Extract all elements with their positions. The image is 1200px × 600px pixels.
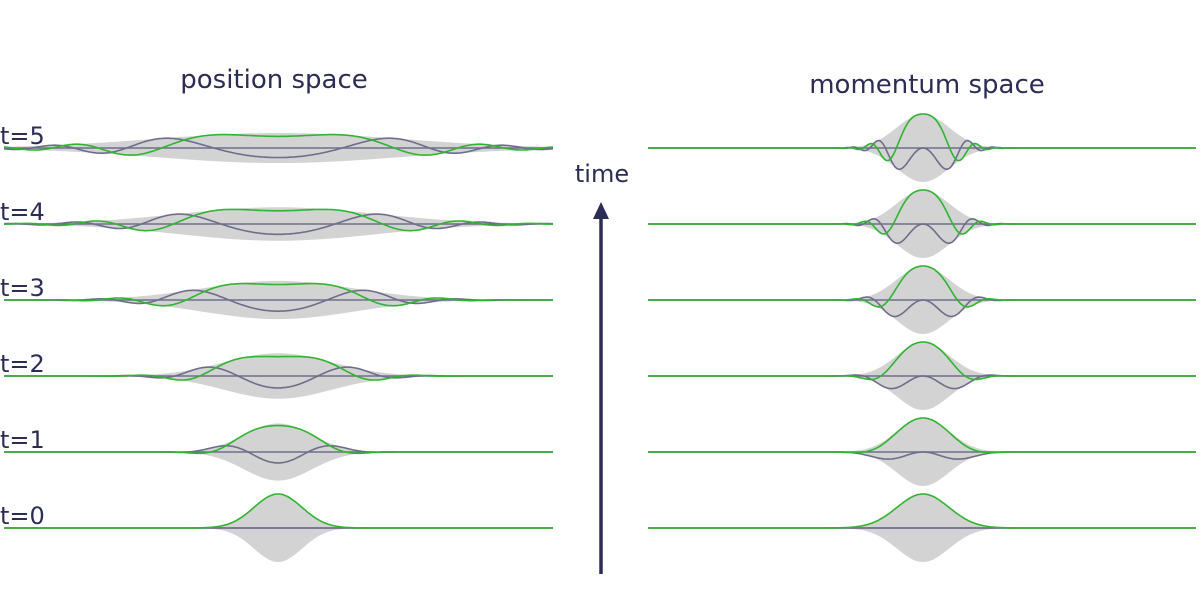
- momentum-real-part-t3: [648, 265, 1196, 308]
- position-space-panel: [3, 132, 554, 562]
- momentum-real-part-t0: [648, 493, 1196, 529]
- time-step-label-t4: t=4: [0, 198, 45, 226]
- time-arrow-head: [593, 202, 609, 219]
- position-space-title: position space: [180, 65, 368, 95]
- position-real-part-t1: [4, 424, 553, 455]
- time-step-label-t2: t=2: [0, 350, 45, 378]
- time-step-label-t3: t=3: [0, 274, 45, 302]
- time-label: time: [575, 160, 629, 188]
- momentum-plot-t1: [648, 417, 1196, 486]
- position-plot-t5: [3, 132, 554, 164]
- momentum-plot-t5: [648, 113, 1196, 182]
- momentum-real-part-t2: [648, 341, 1196, 381]
- position-imaginary-part-t5: [3, 137, 554, 159]
- momentum-real-part-t4: [648, 189, 1196, 235]
- time-step-label-t5: t=5: [0, 122, 45, 150]
- position-real-part-t4: [3, 208, 553, 232]
- momentum-plot-t3: [648, 265, 1196, 334]
- time-step-labels: t=0 t=1 t=2 t=3 t=4 t=5: [0, 122, 45, 530]
- position-plot-t2: [4, 353, 553, 399]
- position-plot-t4: [3, 207, 553, 241]
- momentum-plot-t0: [648, 493, 1196, 562]
- momentum-space-panel: [648, 113, 1196, 562]
- position-plot-t0: [4, 493, 553, 562]
- position-real-part-t2: [4, 355, 553, 381]
- position-plot-t3: [4, 280, 553, 320]
- position-imaginary-part-t3: [4, 289, 553, 313]
- momentum-plot-t2: [648, 341, 1196, 410]
- position-real-part-t5: [4, 133, 554, 156]
- position-plot-t1: [4, 423, 553, 481]
- time-step-label-t1: t=1: [0, 426, 45, 454]
- time-arrow: [593, 202, 609, 574]
- momentum-real-part-t1: [648, 417, 1196, 454]
- time-step-label-t0: t=0: [0, 502, 45, 530]
- position-real-part-t3: [4, 282, 553, 307]
- position-real-part-t0: [4, 493, 553, 529]
- momentum-space-title: momentum space: [809, 70, 1045, 100]
- momentum-real-part-t5: [648, 113, 1196, 162]
- momentum-plot-t4: [648, 189, 1196, 258]
- position-imaginary-part-t4: [4, 213, 553, 236]
